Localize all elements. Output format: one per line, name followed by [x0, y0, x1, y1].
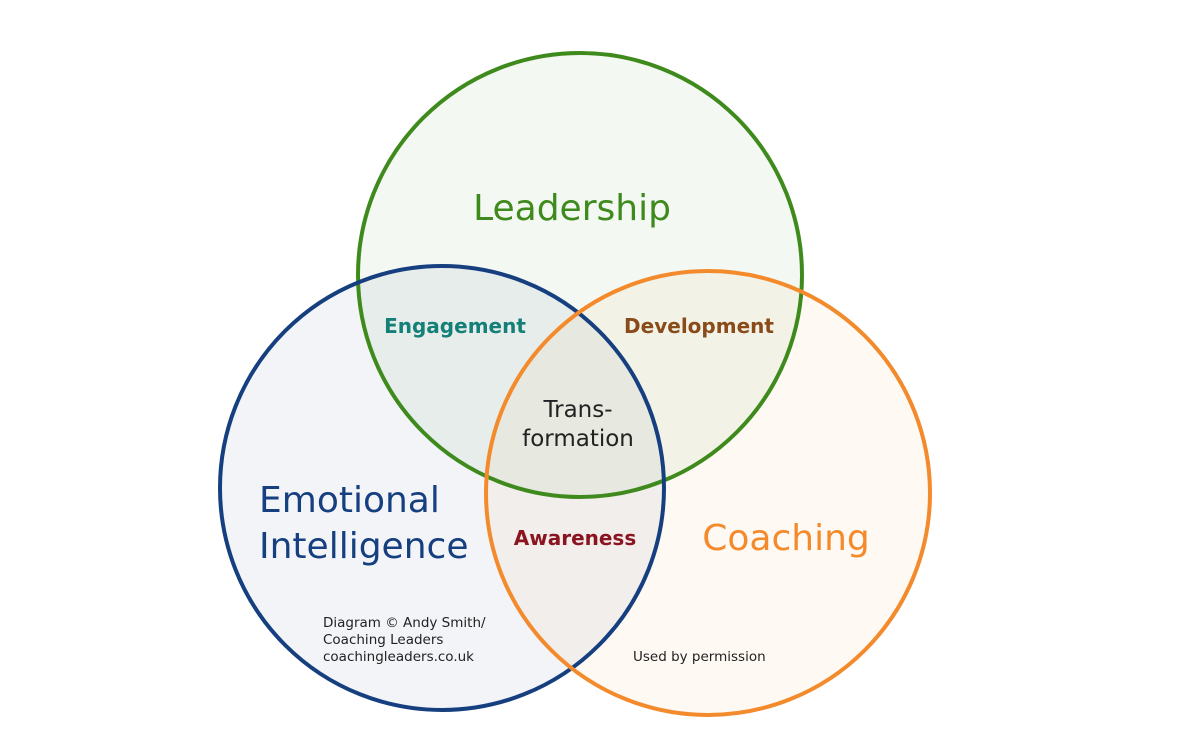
- credit-line3: coachingleaders.co.uk: [323, 649, 474, 665]
- credit-line1: Diagram © Andy Smith/: [323, 615, 486, 631]
- emotional-label-line2: Intelligence: [259, 526, 468, 567]
- engagement-label: Engagement: [384, 314, 526, 338]
- emotional-intelligence-circle: [220, 266, 664, 710]
- credit-line2: Coaching Leaders: [323, 632, 443, 648]
- coaching-circle-outline: [484, 269, 932, 717]
- emotional-label-line1: Emotional: [259, 480, 440, 521]
- leadership-label: Leadership: [473, 188, 671, 229]
- development-label: Development: [624, 314, 774, 338]
- transformation-label-line1: Trans-: [542, 397, 612, 423]
- transformation-label-line2: formation: [522, 426, 634, 452]
- leadership-circle: [358, 53, 802, 497]
- coaching-label: Coaching: [702, 518, 870, 559]
- permission-note: Used by permission: [633, 649, 766, 665]
- coaching-circle: [486, 271, 930, 715]
- leadership-circle-outline: [356, 51, 804, 499]
- awareness-label: Awareness: [514, 526, 637, 550]
- emotional-intelligence-circle-outline: [218, 264, 666, 712]
